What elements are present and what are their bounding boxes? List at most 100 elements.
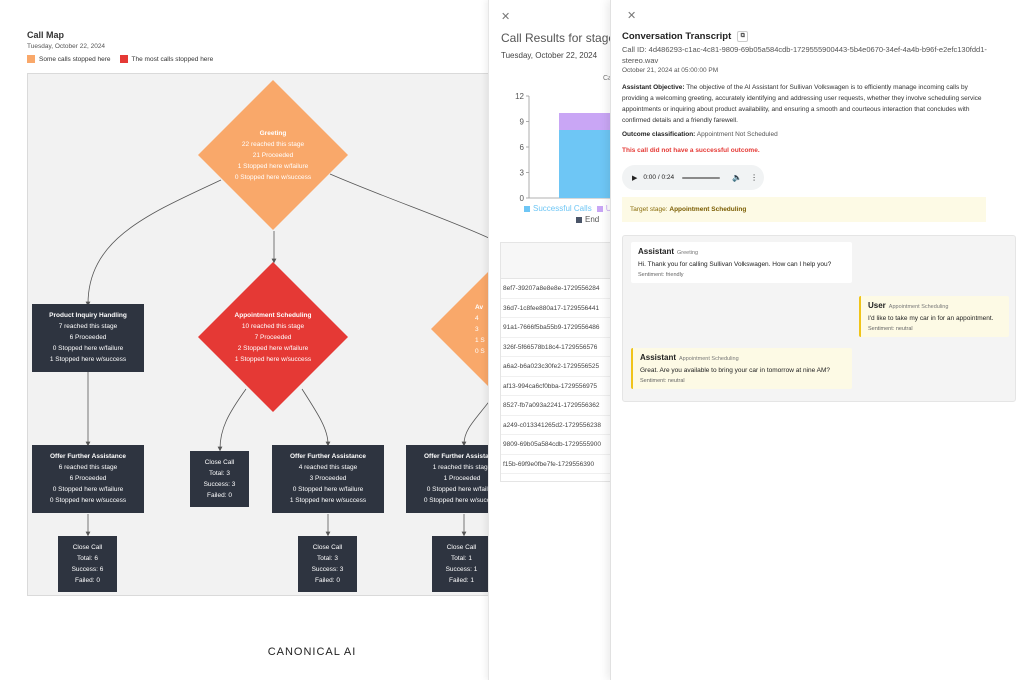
stage-stat: 6 Proceeded [69, 334, 107, 341]
stage-stat: 0 Stopped here w/success [234, 173, 312, 181]
audio-player[interactable]: ▶ 0:00 / 0:24 🔈 ⋮ [622, 165, 764, 190]
bar-successful-calls [559, 130, 610, 198]
y-tick-label: 0 [520, 194, 525, 203]
legend-item-end[interactable]: End [576, 215, 610, 224]
call-results-date: Tuesday, October 22, 2024 [501, 51, 598, 60]
stage-stat: 3 Proceeded [309, 475, 347, 482]
stage-node-close-call[interactable]: Close Call Total: 3 Success: 3 Failed: 0 [298, 536, 357, 592]
table-row[interactable]: 8ef7-39207a8e8e8e-1729556284 [501, 279, 610, 299]
legend-swatch [596, 205, 603, 212]
stage-stat: 1 Proceeded [443, 475, 481, 482]
table-row[interactable]: 91a1-7666f5ba55b9-1729556486 [501, 318, 610, 338]
legend-swatch [524, 205, 530, 212]
call-map-canvas[interactable]: Greeting 22 reached this stage 21 Procee… [27, 73, 490, 596]
stage-node-close-call[interactable]: Close Call Total: 6 Success: 6 Failed: 0 [58, 536, 117, 592]
edge-greeting-third [329, 173, 489, 239]
stage-title: Offer Further Assistance [50, 453, 126, 460]
table-row[interactable]: f15b-69f9e0fbe7fe-1729556390 [501, 455, 610, 474]
brand-logo-text: CANONICAL AI [267, 646, 357, 658]
stage-stat: 6 reached this stage [58, 464, 118, 471]
call-map-panel: Call Map Tuesday, October 22, 2024 Some … [0, 0, 490, 680]
call-id: Call ID: 4d486293-c1ac-4c81-9809-69b05a5… [622, 45, 987, 65]
message-text: I'd like to take my car in for an appoin… [868, 315, 994, 322]
stage-stat: 0 S [475, 347, 485, 355]
stage-node-product-inquiry[interactable]: Product Inquiry Handling 7 reached this … [32, 304, 144, 372]
table-row[interactable]: 8527-fb7a093a2241-1729556362 [501, 396, 610, 416]
call-map-date: Tuesday, October 22, 2024 [27, 43, 106, 50]
close-icon[interactable]: ✕ [501, 11, 511, 23]
play-icon[interactable]: ▶ [632, 174, 638, 182]
stage-stat: Total: 1 [451, 555, 472, 562]
stage-title: Av [475, 303, 484, 311]
more-options-icon[interactable]: ⋮ [750, 173, 759, 182]
edge-greeting-product [85, 179, 222, 307]
call-map-legend: Some calls stopped here The most calls s… [27, 55, 222, 63]
message-sentiment: Sentiment: friendly [638, 272, 684, 278]
stage-stat: 22 reached this stage [241, 140, 305, 148]
outcome-label: Outcome classification: [622, 131, 696, 138]
message-stage: Appointment Scheduling [888, 304, 949, 310]
stage-stat: Total: 3 [317, 555, 338, 562]
stage-stat: 0 Stopped here w/failure [52, 345, 124, 352]
stage-node-offer-further-assistance[interactable]: Offer Further Assistance 1 reached this … [406, 445, 490, 513]
call-results-title: Call Results for stage [501, 31, 610, 45]
legend-item-successful[interactable]: Successful Calls U [524, 204, 610, 213]
legend-label: U [606, 204, 610, 213]
volume-icon[interactable]: 🔈 [732, 173, 743, 182]
copy-icon[interactable]: ⧉ [737, 31, 749, 42]
stage-stat: 0 Stopped here w/failure [426, 486, 489, 493]
bar-u [559, 113, 610, 130]
message-sentiment: Sentiment: neutral [868, 326, 913, 332]
stage-stat: 4 [475, 314, 479, 322]
stage-stat: Total: 6 [77, 555, 98, 562]
stage-title: Close Call [204, 459, 235, 466]
stage-stat: Success: 3 [203, 481, 236, 488]
message-stage: Greeting [677, 250, 699, 256]
transcript-title: Conversation Transcript [622, 31, 732, 42]
call-map-title: Call Map [27, 30, 65, 40]
conversation-transcript-panel: ✕ Conversation Transcript ⧉ Call ID: 4d4… [610, 0, 1024, 680]
legend-swatch-orange [27, 55, 35, 63]
message-speaker: Assistant [638, 247, 675, 256]
assistant-objective: Assistant Objective: The objective of th… [622, 82, 987, 126]
stage-node-close-call[interactable]: Close Call Total: 1 Success: 1 Failed: 1 [432, 536, 489, 592]
stage-title: Close Call [446, 544, 477, 551]
table-row[interactable]: af13-994ca6cf0bba-1729556975 [501, 377, 610, 396]
stage-stat: 0 Stopped here w/success [423, 497, 490, 504]
table-row[interactable]: 36d7-1c8fee880a17-1729556441 [501, 299, 610, 318]
stage-stat: 1 Stopped here w/failure [237, 162, 309, 170]
legend-swatch [576, 216, 582, 223]
close-icon[interactable]: ✕ [627, 10, 637, 22]
edge-appt-ofa2 [301, 388, 331, 447]
stage-title: Appointment Scheduling [234, 311, 312, 319]
call-map-connectors [85, 173, 489, 537]
stage-stat: 3 [475, 325, 479, 333]
objective-label: Assistant Objective: [622, 84, 685, 91]
stage-title: Product Inquiry Handling [49, 312, 127, 319]
stage-stat: 0 Stopped here w/failure [292, 486, 364, 493]
stage-node-offer-further-assistance[interactable]: Offer Further Assistance 6 reached this … [32, 445, 144, 513]
table-row[interactable]: a249-c013341265d2-1729556238 [501, 416, 610, 435]
stage-node-offer-further-assistance[interactable]: Offer Further Assistance 4 reached this … [272, 445, 384, 513]
stage-stat: 4 reached this stage [298, 464, 358, 471]
table-row[interactable]: 326f-5f66578b18c4-1729556576 [501, 338, 610, 357]
stage-stat: 0 Stopped here w/success [49, 497, 127, 504]
audio-progress-slider[interactable] [682, 176, 721, 179]
stage-stat: Total: 3 [209, 470, 230, 477]
stage-stat: Failed: 0 [315, 577, 340, 584]
message-stage: Appointment Scheduling [679, 356, 739, 362]
outcome-classification: Outcome classification: Appointment Not … [622, 131, 778, 138]
stage-node-close-call[interactable]: Close Call Total: 3 Success: 3 Failed: 0 [190, 451, 249, 507]
table-row[interactable]: 9809-69b05a584cdb-1729555900 [501, 435, 610, 455]
y-tick-label: 12 [515, 92, 524, 101]
stage-stat: 10 reached this stage [241, 322, 305, 330]
stage-stat: Failed: 0 [207, 492, 232, 499]
table-row[interactable]: a6a2-b6a023c30fe2-1729556525 [501, 357, 610, 377]
stage-stat: 6 Proceeded [69, 475, 107, 482]
message-speaker: User [868, 301, 886, 310]
stage-stat: 7 reached this stage [58, 323, 118, 330]
